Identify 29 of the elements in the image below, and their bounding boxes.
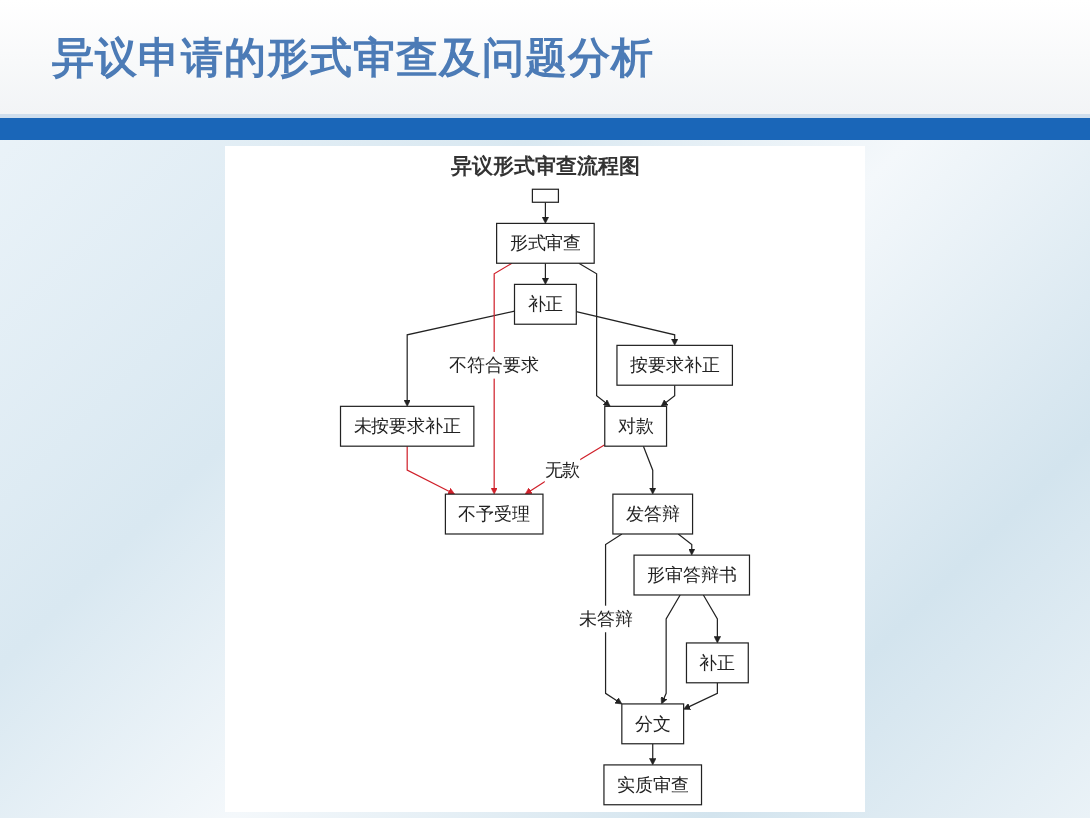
edge-label: 不符合要求: [449, 351, 539, 379]
process-box: 按要求补正: [616, 344, 733, 386]
process-box: 发答辩: [612, 493, 694, 535]
process-box: 不予受理: [444, 493, 544, 535]
process-box: 分文: [621, 703, 685, 745]
arrow: [578, 262, 611, 407]
process-box: 补正: [513, 283, 577, 325]
arrow: [649, 743, 657, 766]
process-box: 形审答辩书: [633, 554, 751, 596]
arrow: [406, 445, 456, 495]
arrow: [702, 594, 721, 644]
flowchart-title: 异议形式审查流程图: [450, 152, 640, 180]
process-box: 补正: [685, 642, 749, 684]
process-box: 未按要求补正: [339, 405, 475, 447]
edge-label: 未答辩: [578, 605, 633, 633]
process-box: 形式审查: [496, 222, 595, 264]
arrow: [683, 682, 718, 710]
arrow: [490, 262, 513, 495]
edge-label: 无款: [544, 456, 581, 484]
process-box: 对款: [604, 405, 668, 447]
process-box: 实质审查: [603, 764, 703, 806]
arrow: [660, 594, 681, 705]
arrow: [642, 445, 657, 495]
process-box: [531, 188, 560, 203]
arrow: [541, 201, 549, 224]
arrow: [677, 533, 696, 556]
slide-title: 异议申请的形式审查及问题分析: [52, 32, 654, 84]
arrow: [660, 384, 676, 407]
arrow: [541, 262, 549, 285]
